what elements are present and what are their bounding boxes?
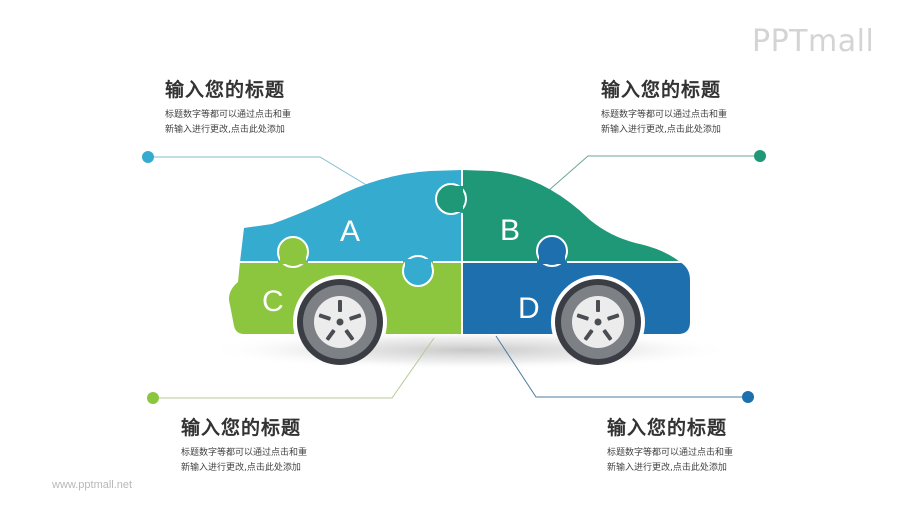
callout-d-title[interactable]: 输入您的标题 bbox=[607, 417, 728, 439]
callout-a-desc-line1: 标题数字等都可以通过点击和重 bbox=[165, 110, 292, 120]
callout-b: 输入您的标题 标题数字等都可以通过点击和重 新输入进行更改,点击此处添加 bbox=[601, 78, 791, 138]
callout-b-desc-line2: 新输入进行更改,点击此处添加 bbox=[601, 125, 721, 135]
car-shadow bbox=[205, 330, 735, 370]
callout-a-desc[interactable]: 标题数字等都可以通过点击和重 新输入进行更改,点击此处添加 bbox=[165, 108, 355, 138]
connector-line-d bbox=[495, 335, 748, 398]
callout-b-desc[interactable]: 标题数字等都可以通过点击和重 新输入进行更改,点击此处添加 bbox=[601, 108, 791, 138]
callout-b-title[interactable]: 输入您的标题 bbox=[601, 79, 722, 101]
connector-lines bbox=[148, 155, 760, 399]
connector-line-c bbox=[152, 337, 435, 399]
segment-b-label: B bbox=[500, 214, 520, 247]
callout-c: 输入您的标题 标题数字等都可以通过点击和重 新输入进行更改,点击此处添加 bbox=[181, 416, 371, 476]
wheel-front bbox=[555, 279, 641, 365]
connector-line-b bbox=[539, 155, 760, 199]
callout-c-title[interactable]: 输入您的标题 bbox=[181, 417, 302, 439]
website-watermark: www.pptmall.net bbox=[52, 479, 133, 491]
callout-a: 输入您的标题 标题数字等都可以通过点击和重 新输入进行更改,点击此处添加 bbox=[165, 78, 355, 138]
callout-c-desc-line1: 标题数字等都可以通过点击和重 bbox=[181, 448, 308, 458]
wheel-rear bbox=[297, 279, 383, 365]
callout-a-desc-line2: 新输入进行更改,点击此处添加 bbox=[165, 125, 285, 135]
dot-d bbox=[742, 391, 754, 403]
dot-a bbox=[142, 151, 154, 163]
segment-a-label: A bbox=[340, 215, 360, 248]
callout-c-desc[interactable]: 标题数字等都可以通过点击和重 新输入进行更改,点击此处添加 bbox=[181, 446, 371, 476]
callout-c-desc-line2: 新输入进行更改,点击此处添加 bbox=[181, 463, 301, 473]
callout-b-desc-line1: 标题数字等都可以通过点击和重 bbox=[601, 110, 728, 120]
callout-a-title[interactable]: 输入您的标题 bbox=[165, 79, 286, 101]
callout-d-desc-line2: 新输入进行更改,点击此处添加 bbox=[607, 463, 727, 473]
dot-b bbox=[754, 150, 766, 162]
pptmall-logo: PPTmall bbox=[752, 24, 875, 59]
segment-b[interactable] bbox=[462, 160, 702, 262]
callout-d-desc-line1: 标题数字等都可以通过点击和重 bbox=[607, 448, 734, 458]
segment-c-label: C bbox=[262, 285, 284, 318]
segment-d-label: D bbox=[518, 292, 540, 325]
callout-d-desc[interactable]: 标题数字等都可以通过点击和重 新输入进行更改,点击此处添加 bbox=[607, 446, 797, 476]
callout-d: 输入您的标题 标题数字等都可以通过点击和重 新输入进行更改,点击此处添加 bbox=[607, 416, 797, 476]
dot-c bbox=[147, 392, 159, 404]
connector-line-a bbox=[148, 156, 369, 187]
